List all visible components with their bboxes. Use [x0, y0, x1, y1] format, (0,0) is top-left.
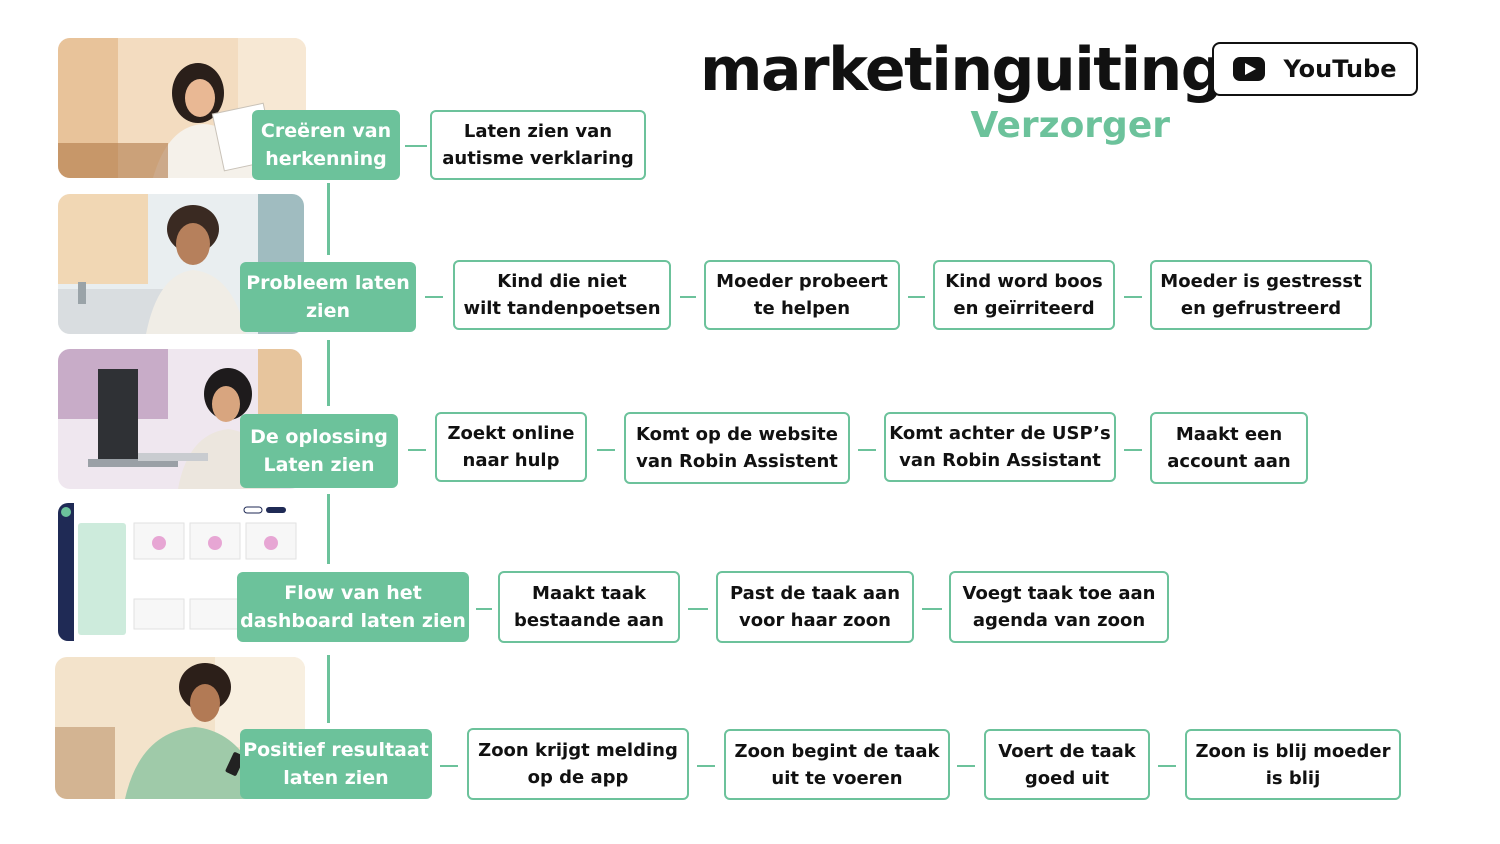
connector-vertical	[327, 494, 330, 564]
stage-label-2: Probleem laten zien	[240, 262, 416, 332]
stage-label-1: Creëren van herkenning	[252, 110, 400, 180]
step-box: Moeder probeert te helpen	[704, 260, 900, 330]
step-box: Voert de taak goed uit	[984, 729, 1150, 800]
step-box: Zoon krijgt melding op de app	[467, 728, 689, 800]
step-box: Zoon is blij moeder is blij	[1185, 729, 1401, 800]
stage-label-5: Positief resultaat laten zien	[240, 729, 432, 799]
connector-horizontal	[597, 449, 615, 451]
row-image-boy-phone	[55, 657, 305, 799]
page-title: marketinguiting	[700, 35, 1224, 105]
connector-horizontal	[408, 449, 426, 451]
step-box: Maakt taak bestaande aan	[498, 571, 680, 643]
youtube-label: YouTube	[1283, 55, 1397, 83]
connector-horizontal	[908, 296, 925, 298]
stage-label-4: Flow van het dashboard laten zien	[237, 572, 469, 642]
connector-horizontal	[425, 296, 443, 298]
step-box: Komt op de website van Robin Assistent	[624, 412, 850, 484]
step-box: Kind word boos en geïrriteerd	[933, 260, 1115, 330]
connector-horizontal	[405, 145, 427, 147]
stage-label-3: De oplossing Laten zien	[240, 414, 398, 488]
connector-horizontal	[957, 765, 975, 767]
step-box: Voegt taak toe aan agenda van zoon	[949, 571, 1169, 643]
connector-horizontal	[1124, 449, 1142, 451]
connector-horizontal	[688, 608, 708, 610]
youtube-badge: YouTube	[1212, 42, 1418, 96]
step-box: Moeder is gestresst en gefrustreerd	[1150, 260, 1372, 330]
step-box: Zoekt online naar hulp	[435, 412, 587, 482]
connector-horizontal	[697, 765, 715, 767]
step-box: Past de taak aan voor haar zoon	[716, 571, 914, 643]
connector-vertical	[327, 183, 330, 255]
connector-horizontal	[1158, 765, 1176, 767]
connector-vertical	[327, 655, 330, 723]
connector-vertical	[327, 340, 330, 406]
connector-horizontal	[1124, 296, 1142, 298]
step-box: Kind die niet wilt tandenpoetsen	[453, 260, 671, 330]
step-box: Laten zien van autisme verklaring	[430, 110, 646, 180]
connector-horizontal	[440, 765, 458, 767]
youtube-play-icon	[1233, 57, 1266, 81]
step-box: Maakt een account aan	[1150, 412, 1308, 484]
row-image-woman-reading	[58, 38, 306, 178]
page-subtitle: Verzorger	[970, 105, 1170, 146]
connector-horizontal	[680, 296, 696, 298]
step-box: Zoon begint de taak uit te voeren	[724, 729, 950, 800]
step-box: Komt achter de USP’s van Robin Assistant	[884, 412, 1116, 482]
connector-horizontal	[922, 608, 942, 610]
connector-horizontal	[858, 449, 876, 451]
connector-horizontal	[476, 608, 492, 610]
